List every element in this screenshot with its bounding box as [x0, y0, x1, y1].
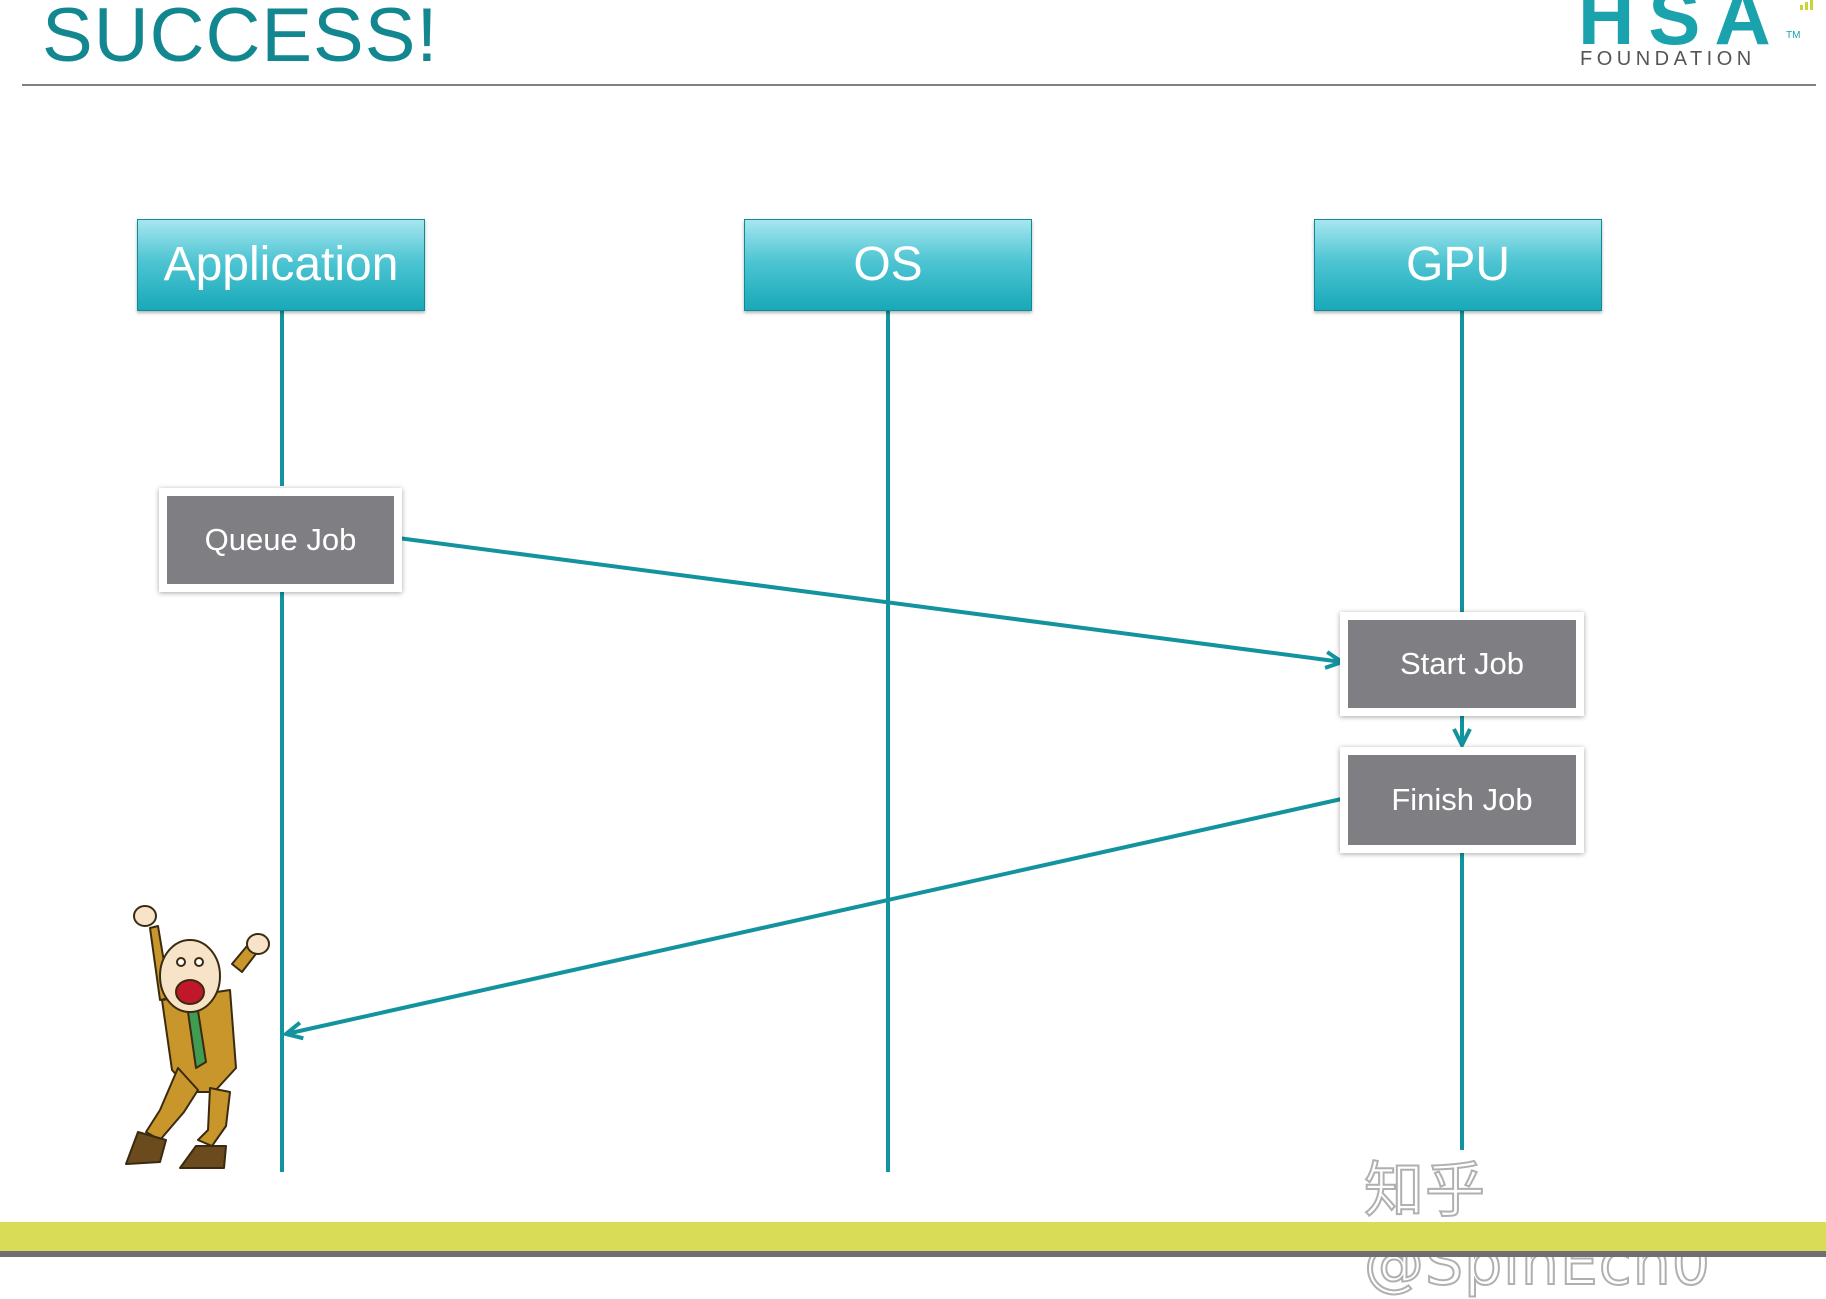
- logo-trademark: TM: [1786, 30, 1801, 41]
- logo-wordmark: HSA: [1578, 0, 1785, 61]
- start-job-label: Start Job: [1348, 620, 1576, 708]
- start-job-box: Start Job: [1340, 612, 1584, 716]
- footer-bar: [0, 1222, 1826, 1251]
- slide-title: SUCCESS!: [42, 0, 439, 78]
- celebrating-man-icon: [125, 905, 270, 1169]
- hsa-foundation-logo: HSA TM FOUNDATION: [1578, 0, 1814, 72]
- finish-job-label: Finish Job: [1348, 755, 1576, 845]
- signal-bars-icon: [1800, 0, 1814, 10]
- lane-header-application: Application: [137, 219, 425, 311]
- sequence-diagram: [125, 310, 1826, 1172]
- watermark: 知乎 @SpinEch0: [1363, 1155, 1711, 1299]
- queue-job-label: Queue Job: [167, 496, 394, 584]
- queue-job-box: Queue Job: [159, 488, 402, 592]
- finish-job-box: Finish Job: [1340, 747, 1584, 853]
- logo-subtitle: FOUNDATION: [1580, 48, 1756, 70]
- title-divider: [22, 84, 1816, 86]
- queue-to-start-arrow: [397, 536, 1342, 662]
- lane-header-gpu: GPU: [1314, 219, 1602, 311]
- footer-line: [0, 1251, 1826, 1257]
- finish-to-application-arrow: [286, 796, 1347, 1034]
- lane-header-os: OS: [744, 219, 1032, 311]
